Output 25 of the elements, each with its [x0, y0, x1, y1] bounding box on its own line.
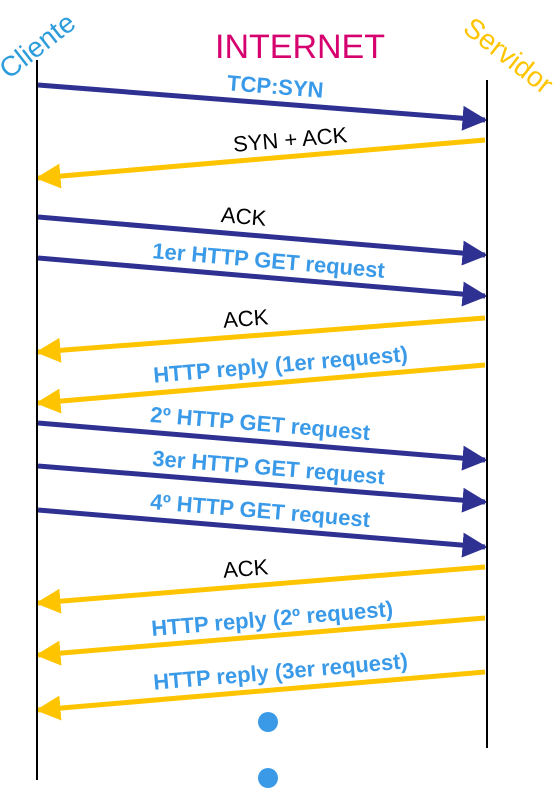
edge-label: 4º HTTP GET request — [149, 490, 371, 532]
arrow — [38, 464, 488, 513]
arrow — [38, 508, 488, 558]
edge-label: TCP:SYN — [226, 70, 324, 102]
arrow — [36, 316, 486, 363]
arrow — [36, 564, 486, 614]
edge-label: 2º HTTP GET request — [149, 403, 371, 446]
arrow — [36, 670, 486, 721]
arrow — [36, 138, 486, 189]
edge-label: HTTP reply (1er request) — [152, 342, 408, 388]
arrow — [36, 362, 486, 414]
arrow — [38, 256, 488, 307]
edge-label: ACK — [222, 306, 269, 333]
arrow — [38, 82, 488, 131]
arrow — [36, 616, 486, 666]
arrow — [38, 214, 488, 266]
title: INTERNET — [215, 28, 385, 67]
edge-label: ACK — [222, 556, 269, 584]
edge-label: ACK — [220, 204, 267, 232]
edge-label: SYN + ACK — [232, 122, 348, 156]
arrow — [38, 420, 488, 471]
edge-label: 3er HTTP GET request — [150, 446, 386, 489]
edge-label: HTTP reply (2º request) — [150, 596, 394, 641]
edge-label: HTTP reply (3er request) — [152, 650, 408, 696]
edge-label: 1er HTTP GET request — [150, 238, 386, 282]
